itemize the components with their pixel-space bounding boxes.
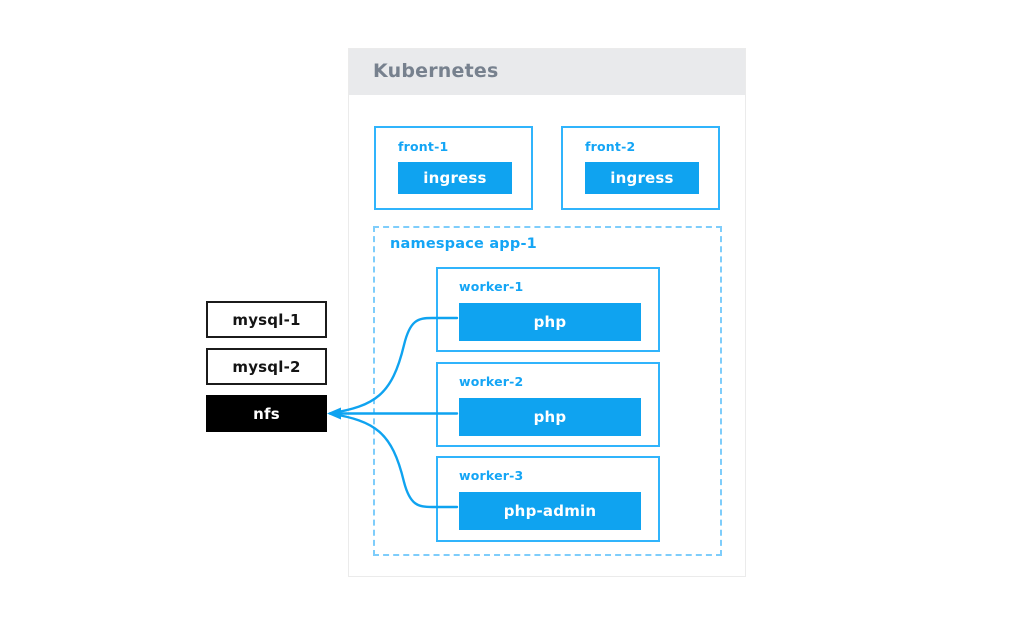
pod-worker-1-php[interactable]: php — [459, 303, 641, 341]
pod-worker-2-php[interactable]: php — [459, 398, 641, 436]
node-nfs[interactable]: nfs — [206, 395, 327, 432]
node-mysql-2[interactable]: mysql-2 — [206, 348, 327, 385]
node-worker-1[interactable]: worker-1 php — [436, 267, 660, 352]
node-front-1-label: front-1 — [398, 139, 449, 154]
node-worker-2[interactable]: worker-2 php — [436, 362, 660, 447]
node-front-2-label: front-2 — [585, 139, 636, 154]
node-worker-3-label: worker-3 — [459, 468, 524, 483]
node-worker-2-label: worker-2 — [459, 374, 524, 389]
node-front-2[interactable]: front-2 ingress — [561, 126, 720, 210]
pod-worker-3-php-admin[interactable]: php-admin — [459, 492, 641, 530]
connector-arrowhead-nfs — [327, 407, 341, 420]
node-front-1[interactable]: front-1 ingress — [374, 126, 533, 210]
pod-front-2-ingress[interactable]: ingress — [585, 162, 699, 194]
kubernetes-header-bar — [349, 49, 745, 95]
namespace-label: namespace app-1 — [390, 236, 537, 252]
pod-front-1-ingress[interactable]: ingress — [398, 162, 512, 194]
node-mysql-1[interactable]: mysql-1 — [206, 301, 327, 338]
node-worker-3[interactable]: worker-3 php-admin — [436, 456, 660, 542]
page-title: Kubernetes — [373, 60, 499, 82]
node-worker-1-label: worker-1 — [459, 279, 524, 294]
